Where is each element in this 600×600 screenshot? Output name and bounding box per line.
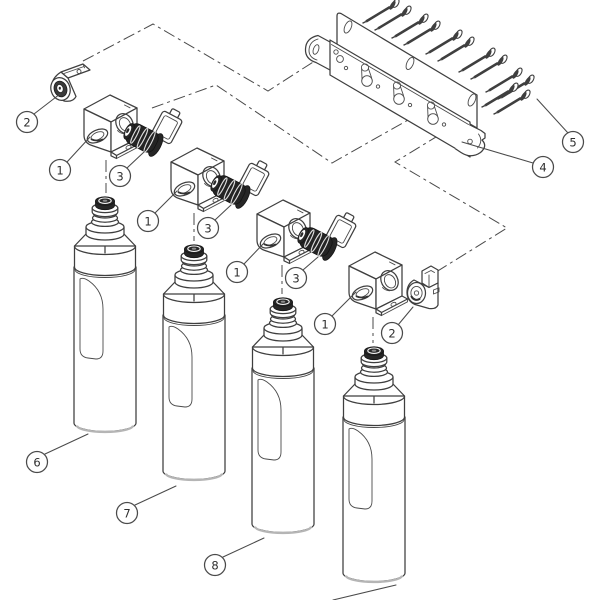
leader-line	[33, 93, 61, 115]
callout-circle	[15, 110, 39, 134]
screw-6	[436, 34, 477, 63]
filter-cartridge-3	[250, 296, 316, 535]
leader-line	[536, 98, 569, 134]
leader-line	[461, 141, 534, 164]
callout-1-filter-head-3: 1	[225, 242, 265, 284]
callout-number: 6	[33, 456, 40, 470]
screw-4	[402, 18, 443, 47]
callout-circle	[25, 450, 49, 474]
callout-3-valve-1: 3	[108, 151, 145, 188]
callout-number: 2	[388, 327, 395, 341]
shutoff-valves	[119, 104, 361, 264]
callout-circle	[108, 164, 132, 188]
callout-2-elbow-fitting-right: 2	[380, 306, 414, 345]
callout-circle	[136, 209, 160, 233]
leader-line	[243, 242, 265, 265]
leader-line	[214, 204, 232, 221]
callout-1-filter-head-1: 1	[48, 136, 91, 182]
screw-12	[492, 87, 533, 116]
callout-number: 2	[23, 116, 30, 130]
callout-layer: 2 1 3 1 3 1 3 1 2 4 5 6 7 8	[15, 93, 585, 600]
leader-line	[66, 136, 91, 163]
filter-cartridges	[72, 195, 407, 584]
callout-1-filter-head-2: 1	[136, 190, 178, 233]
filter-head-4	[348, 251, 409, 317]
callout-circle	[561, 130, 585, 154]
bracket-mounting-holes	[333, 49, 447, 127]
callout-4-mounting-bracket: 4	[461, 141, 555, 179]
leader-line	[44, 433, 89, 455]
callout-3-valve-3: 3	[284, 256, 319, 290]
mounting-bracket	[304, 12, 486, 158]
bracket-back-plate	[336, 12, 478, 129]
leader-line	[126, 151, 145, 169]
callout-number: 3	[204, 222, 211, 236]
callout-circle	[531, 155, 555, 179]
callout-3-valve-2: 3	[196, 204, 232, 240]
callout-circle	[225, 260, 249, 284]
screw-8	[469, 52, 510, 81]
callout-number: 3	[116, 170, 123, 184]
callout-1-filter-head-4: 1	[313, 291, 357, 336]
centerline-zigzag-middle	[151, 84, 432, 164]
leader-line-filter-cartridge-4	[332, 584, 397, 600]
screw-2	[373, 3, 414, 32]
filter-cartridge-1	[72, 195, 138, 434]
callout-circle	[284, 266, 308, 290]
leader-line	[397, 306, 414, 326]
callout-number: 1	[56, 164, 63, 178]
callout-number: 1	[233, 266, 240, 280]
callout-8-filter-cartridge-3: 8	[203, 537, 265, 577]
bracket-front-face	[329, 39, 471, 158]
callout-7-filter-cartridge-2: 7	[115, 485, 177, 525]
callout-number: 7	[123, 507, 130, 521]
elbow-fitting-left	[47, 63, 91, 104]
callout-number: 3	[292, 272, 299, 286]
callout-5-screw: 5	[536, 98, 585, 154]
assembly-centerlines	[82, 23, 508, 343]
callout-circle	[380, 321, 404, 345]
leader-line	[154, 190, 178, 214]
centerline-zigzag-right	[394, 122, 508, 278]
callout-number: 8	[211, 559, 218, 573]
leader-line	[222, 537, 265, 558]
bracket-keyhole-slots	[336, 55, 439, 125]
callout-circle	[48, 158, 72, 182]
elbow-fitting-right	[406, 265, 440, 310]
centerline-zigzag-left	[82, 23, 336, 92]
callout-number: 1	[321, 318, 328, 332]
callout-6-filter-cartridge-1: 6	[25, 433, 89, 474]
callout-circle	[313, 312, 337, 336]
leader-line	[134, 485, 177, 506]
callout-2-elbow-fitting-left: 2	[15, 93, 61, 134]
callout-circle	[196, 216, 220, 240]
callout-number: 5	[569, 136, 576, 150]
callout-number: 1	[144, 215, 151, 229]
leader-line	[302, 256, 319, 271]
filter-cartridge-4	[341, 345, 407, 584]
callout-circle	[115, 501, 139, 525]
leader-line	[331, 291, 357, 317]
callout-circle	[203, 553, 227, 577]
filter-cartridge-2	[161, 243, 227, 482]
callout-number: 4	[539, 161, 546, 175]
